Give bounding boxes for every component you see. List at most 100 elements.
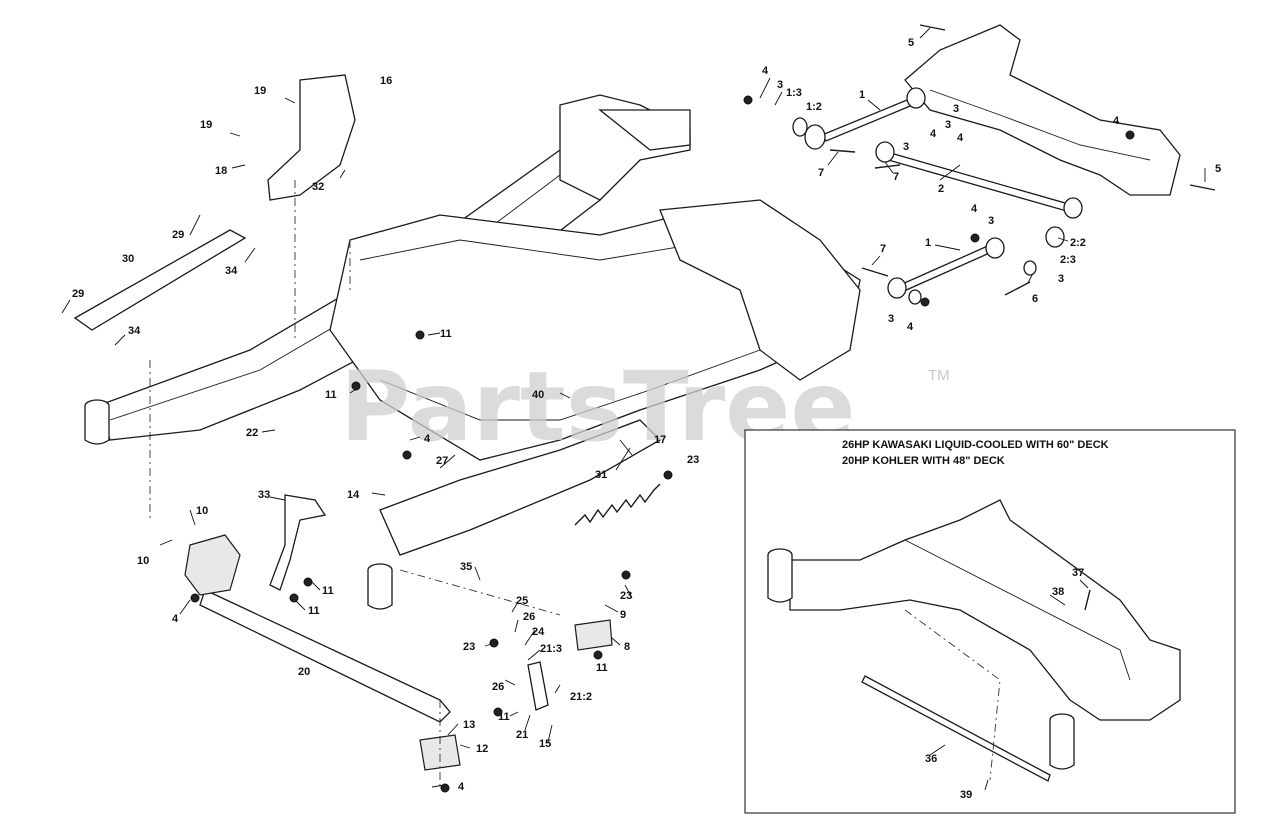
rear-subframe-assembly xyxy=(792,24,1216,305)
callout-label: 30 xyxy=(122,253,134,265)
callout-label: 12 xyxy=(476,743,488,755)
callout-label: 11 xyxy=(596,662,608,674)
callout-label: 38 xyxy=(1052,586,1064,598)
callout-label: 3 xyxy=(903,141,909,153)
callout-label: 9 xyxy=(620,609,626,621)
callout-label: 4 xyxy=(762,65,769,77)
callout-label: 26 xyxy=(492,681,504,693)
callout-label: 33 xyxy=(258,489,270,501)
callout-label: 2 xyxy=(938,183,944,195)
callout-label: 13 xyxy=(463,719,475,731)
bushing xyxy=(804,124,826,150)
callout-label: 11 xyxy=(440,328,452,340)
callout-label: 1 xyxy=(925,237,931,249)
washer xyxy=(1023,260,1037,276)
callout-label: 4 xyxy=(424,433,431,445)
callout-label: 3 xyxy=(945,119,951,131)
callout-label: 7 xyxy=(893,171,899,183)
callout-label: 26 xyxy=(523,611,535,623)
callout-label: 11 xyxy=(325,389,337,401)
callout-label: 24 xyxy=(532,626,545,638)
callout-label: 23 xyxy=(463,641,475,653)
callout-label: 11 xyxy=(498,711,510,723)
callout-label: 10 xyxy=(196,505,208,517)
callout-label: 3 xyxy=(888,313,894,325)
pivot-bracket-left xyxy=(184,534,241,596)
callout-label: 39 xyxy=(960,789,972,801)
callout-label: 10 xyxy=(137,555,149,567)
callout-label: 27 xyxy=(436,455,448,467)
main-frame-assembly xyxy=(73,74,861,790)
callout-label: 19 xyxy=(254,85,266,97)
callout-label: 4 xyxy=(930,128,937,140)
watermark-tm: TM xyxy=(928,367,950,384)
callout-label: 5 xyxy=(908,37,914,49)
callout-leaders xyxy=(61,27,1206,791)
callout-label: 20 xyxy=(298,666,310,678)
inset-left-post xyxy=(767,555,793,603)
callout-label: 21:2 xyxy=(570,691,592,703)
bushing xyxy=(887,277,907,299)
inset-right-post xyxy=(1049,720,1075,770)
callout-label: 17 xyxy=(654,434,666,446)
callout-label: 7 xyxy=(818,167,824,179)
callout-label: 15 xyxy=(539,738,551,750)
block-12 xyxy=(419,734,461,771)
bushing xyxy=(906,87,926,109)
inset-panel: 26HP KAWASAKI LIQUID-COOLED WITH 60" DEC… xyxy=(744,429,1236,814)
upper-left-bracket xyxy=(267,74,356,201)
fasteners xyxy=(190,95,1135,793)
inset-frame xyxy=(789,499,1181,721)
callout-label: 7 xyxy=(880,243,886,255)
bushing xyxy=(1063,197,1083,219)
callout-label: 5 xyxy=(1215,163,1221,175)
callout-label: 35 xyxy=(460,561,472,573)
callout-label: 25 xyxy=(516,595,528,607)
callout-label: 29 xyxy=(172,229,184,241)
callout-label: 1 xyxy=(859,89,865,101)
callout-label: 32 xyxy=(312,181,324,193)
left-caster-post xyxy=(84,406,110,445)
inset-rod xyxy=(861,675,1051,782)
inset-title-line2: 20HP KOHLER WITH 48" DECK xyxy=(842,455,1005,467)
bushing xyxy=(1045,226,1065,248)
callout-label: 8 xyxy=(624,641,630,653)
callout-label: 37 xyxy=(1072,567,1084,579)
callout-label: 21 xyxy=(516,729,528,741)
front-crossmember xyxy=(379,419,662,556)
callout-label: 4 xyxy=(957,132,964,144)
callout-label: 4 xyxy=(907,321,914,333)
callout-label: 18 xyxy=(215,165,227,177)
callout-label: 6 xyxy=(1032,293,1038,305)
callout-label: 23 xyxy=(687,454,699,466)
callout-label: 22 xyxy=(246,427,258,439)
inset-title-line1: 26HP KAWASAKI LIQUID-COOLED WITH 60" DEC… xyxy=(842,439,1109,451)
callout-label: 40 xyxy=(532,389,544,401)
callout-label: 1:2 xyxy=(806,101,822,113)
callout-label: 11 xyxy=(308,605,320,617)
callout-label: 16 xyxy=(380,75,392,87)
callout-label: 19 xyxy=(200,119,212,131)
callout-label: 29 xyxy=(72,288,84,300)
callout-label: 4 xyxy=(172,613,179,625)
callout-label: 36 xyxy=(925,753,937,765)
callout-label: 21:3 xyxy=(540,643,562,655)
right-caster-post xyxy=(367,570,393,610)
callout-label: 2:2 xyxy=(1070,237,1086,249)
block-8 xyxy=(574,619,613,651)
callout-labels: 5 5 4 3 1:3 1:2 1 3 3 4 4 3 7 7 2 4 4 3 … xyxy=(72,37,1221,801)
callout-label: 34 xyxy=(225,265,238,277)
callout-label: 3 xyxy=(988,215,994,227)
callout-label: 3 xyxy=(953,103,959,115)
callout-label: 31 xyxy=(595,469,607,481)
bushing xyxy=(875,141,895,163)
spring xyxy=(574,483,661,526)
callout-label: 4 xyxy=(971,203,978,215)
callout-label: 11 xyxy=(322,585,334,597)
right-frame-plate xyxy=(659,199,861,381)
tie-rod-upper xyxy=(821,97,916,142)
callout-label: 1:3 xyxy=(786,87,802,99)
callout-label: 4 xyxy=(1113,115,1120,127)
